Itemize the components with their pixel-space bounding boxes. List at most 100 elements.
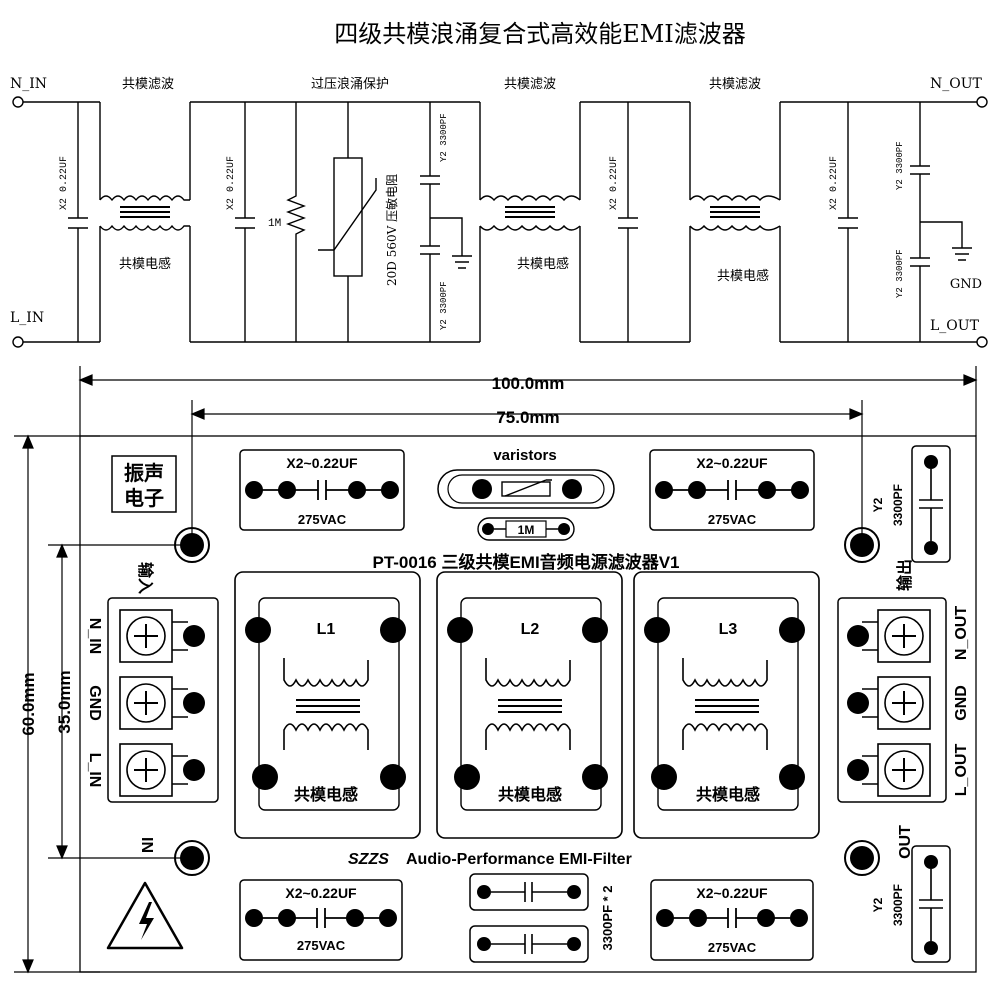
board-title: PT-0016 三级共模EMI音频电源滤波器V1	[372, 552, 679, 572]
svg-text:共模电感: 共模电感	[498, 785, 562, 804]
svg-text:Y2: Y2	[871, 497, 885, 512]
varistor: 20D 560V 压敏电阻	[318, 102, 399, 342]
svg-text:100.0mm: 100.0mm	[492, 374, 565, 393]
svg-text:L2: L2	[521, 621, 540, 638]
x2-cap-top-left: X2~0.22UF 275VAC	[239, 449, 405, 531]
choke-3: 共模电感	[689, 195, 781, 284]
output-terminal-block: N_OUT GND L_OUT	[837, 597, 970, 803]
svg-text:X2 0.22UF: X2 0.22UF	[226, 156, 237, 210]
footer-brand: SZZS Audio-Performance EMI-Filter	[348, 851, 632, 868]
rail-l-stage1	[23, 226, 191, 343]
stage3-label: 共模滤波	[504, 77, 556, 92]
input-label: 输入	[136, 562, 155, 594]
n-in-label: N_IN	[10, 76, 47, 92]
svg-text:275VAC: 275VAC	[297, 938, 346, 953]
y2-caps-output: Y2 3300PF Y2 3300PF GND	[895, 102, 982, 342]
stage1-label: 共模滤波	[122, 77, 174, 92]
svg-text:Audio-Performance EMI-Filter: Audio-Performance EMI-Filter	[406, 851, 632, 868]
resistor-1m: 1M	[268, 102, 306, 342]
svg-text:Y2 3300PF: Y2 3300PF	[895, 249, 905, 298]
svg-text:Y2: Y2	[871, 897, 885, 912]
choke-2: 共模电感	[479, 195, 581, 272]
inductor-l1: L1 共模电感	[234, 571, 421, 839]
x2-cap-4: X2 0.22UF	[829, 102, 858, 342]
svg-text:35.0mm: 35.0mm	[55, 670, 74, 733]
rail-n-stage1	[23, 101, 191, 200]
output-label: 输出	[895, 559, 914, 591]
input-terminal-block: N_IN GND L_IN	[86, 597, 219, 803]
svg-text:20D 560V 压敏电阻: 20D 560V 压敏电阻	[384, 174, 399, 286]
y2-cap-pair-bottom: 3300PF * 2	[469, 873, 615, 963]
board-outline	[79, 435, 977, 973]
dimension-hole-vertical: 35.0mm	[48, 543, 190, 860]
y2-caps-middle: Y2 3300PF Y2 3300PF	[420, 102, 472, 342]
svg-text:GND: GND	[953, 685, 970, 721]
svg-text:X2~0.22UF: X2~0.22UF	[696, 455, 768, 471]
l-in-label: L_IN	[10, 310, 44, 326]
varistor-footprint: varistors	[437, 447, 615, 509]
svg-text:varistors: varistors	[493, 447, 556, 464]
x2-cap-1: X2 0.22UF	[59, 102, 88, 342]
svg-text:X2~0.22UF: X2~0.22UF	[286, 455, 358, 471]
svg-text:共模电感: 共模电感	[294, 785, 358, 804]
stage4-label: 共模滤波	[709, 77, 761, 92]
inductor-l3: L3 共模电感	[633, 571, 820, 839]
svg-text:X2 0.22UF: X2 0.22UF	[829, 156, 840, 210]
mounting-hole-input	[174, 527, 210, 563]
svg-text:SZZS: SZZS	[348, 851, 389, 868]
rail-l-mid	[190, 226, 481, 343]
rail-n-stage3	[579, 101, 691, 200]
svg-text:共模电感: 共模电感	[119, 256, 171, 272]
x2-cap-3: X2 0.22UF	[609, 102, 638, 342]
l-out-terminal	[976, 336, 988, 348]
rail-l-out	[779, 226, 977, 343]
svg-text:275VAC: 275VAC	[708, 512, 757, 527]
svg-text:X2 0.22UF: X2 0.22UF	[609, 156, 620, 210]
gnd-label: GND	[950, 277, 982, 292]
svg-text:60.0mm: 60.0mm	[19, 672, 38, 735]
y2-cap-top-right: Y2 3300PF	[871, 445, 951, 563]
x2-cap-top-right: X2~0.22UF 275VAC	[649, 449, 815, 531]
n-out-label: N_OUT	[930, 76, 983, 92]
rail-l-stage3	[579, 226, 691, 343]
svg-text:GND: GND	[86, 685, 103, 721]
high-voltage-warning-icon	[106, 881, 184, 950]
schematic: 四级共模浪涌复合式高效能EMI滤波器 N_IN L_IN N_OUT L_OUT…	[10, 20, 988, 348]
rail-n-out	[779, 101, 977, 200]
n-in-terminal	[12, 96, 24, 108]
svg-text:3300PF: 3300PF	[891, 484, 905, 526]
svg-text:1M: 1M	[518, 523, 535, 537]
mounting-hole-out	[844, 840, 880, 876]
svg-text:L_IN: L_IN	[86, 753, 103, 788]
inductor-l2: L2 共模电感	[436, 571, 623, 839]
svg-text:电子: 电子	[124, 486, 164, 510]
svg-text:75.0mm: 75.0mm	[496, 408, 559, 427]
mounting-hole-in	[174, 840, 210, 876]
svg-text:X2~0.22UF: X2~0.22UF	[285, 885, 357, 901]
dimension-hole-spacing: 75.0mm	[190, 400, 864, 540]
rail-n-mid	[190, 101, 481, 200]
svg-text:Y2 3300PF: Y2 3300PF	[439, 113, 449, 162]
mounting-hole-output	[844, 527, 880, 563]
svg-text:L1: L1	[317, 621, 336, 638]
x2-cap-bottom-right: X2~0.22UF 275VAC	[650, 879, 814, 961]
dimension-width: 100.0mm	[78, 366, 978, 436]
svg-text:共模电感: 共模电感	[696, 785, 760, 804]
svg-text:275VAC: 275VAC	[298, 512, 347, 527]
svg-text:X2 0.22UF: X2 0.22UF	[59, 156, 70, 210]
l-in-terminal	[12, 336, 24, 348]
dimension-height: 60.0mm	[14, 434, 100, 974]
svg-text:共模电感: 共模电感	[717, 268, 769, 284]
svg-text:振声: 振声	[124, 461, 164, 485]
stage2-label: 过压浪涌保护	[311, 77, 389, 92]
svg-text:N_OUT: N_OUT	[953, 606, 970, 660]
pcb-layout: 100.0mm 75.0mm 60.0mm 35.0mm 振声 电子	[14, 366, 978, 974]
resistor-footprint: 1M	[477, 517, 575, 541]
schematic-title: 四级共模浪涌复合式高效能EMI滤波器	[334, 20, 746, 48]
svg-text:1M: 1M	[268, 218, 281, 230]
svg-text:共模电感: 共模电感	[517, 256, 569, 272]
y2-cap-bottom-right: Y2 3300PF	[871, 845, 951, 963]
x2-cap-2: X2 0.22UF	[226, 102, 255, 342]
x2-cap-bottom-left: X2~0.22UF 275VAC	[239, 879, 403, 961]
